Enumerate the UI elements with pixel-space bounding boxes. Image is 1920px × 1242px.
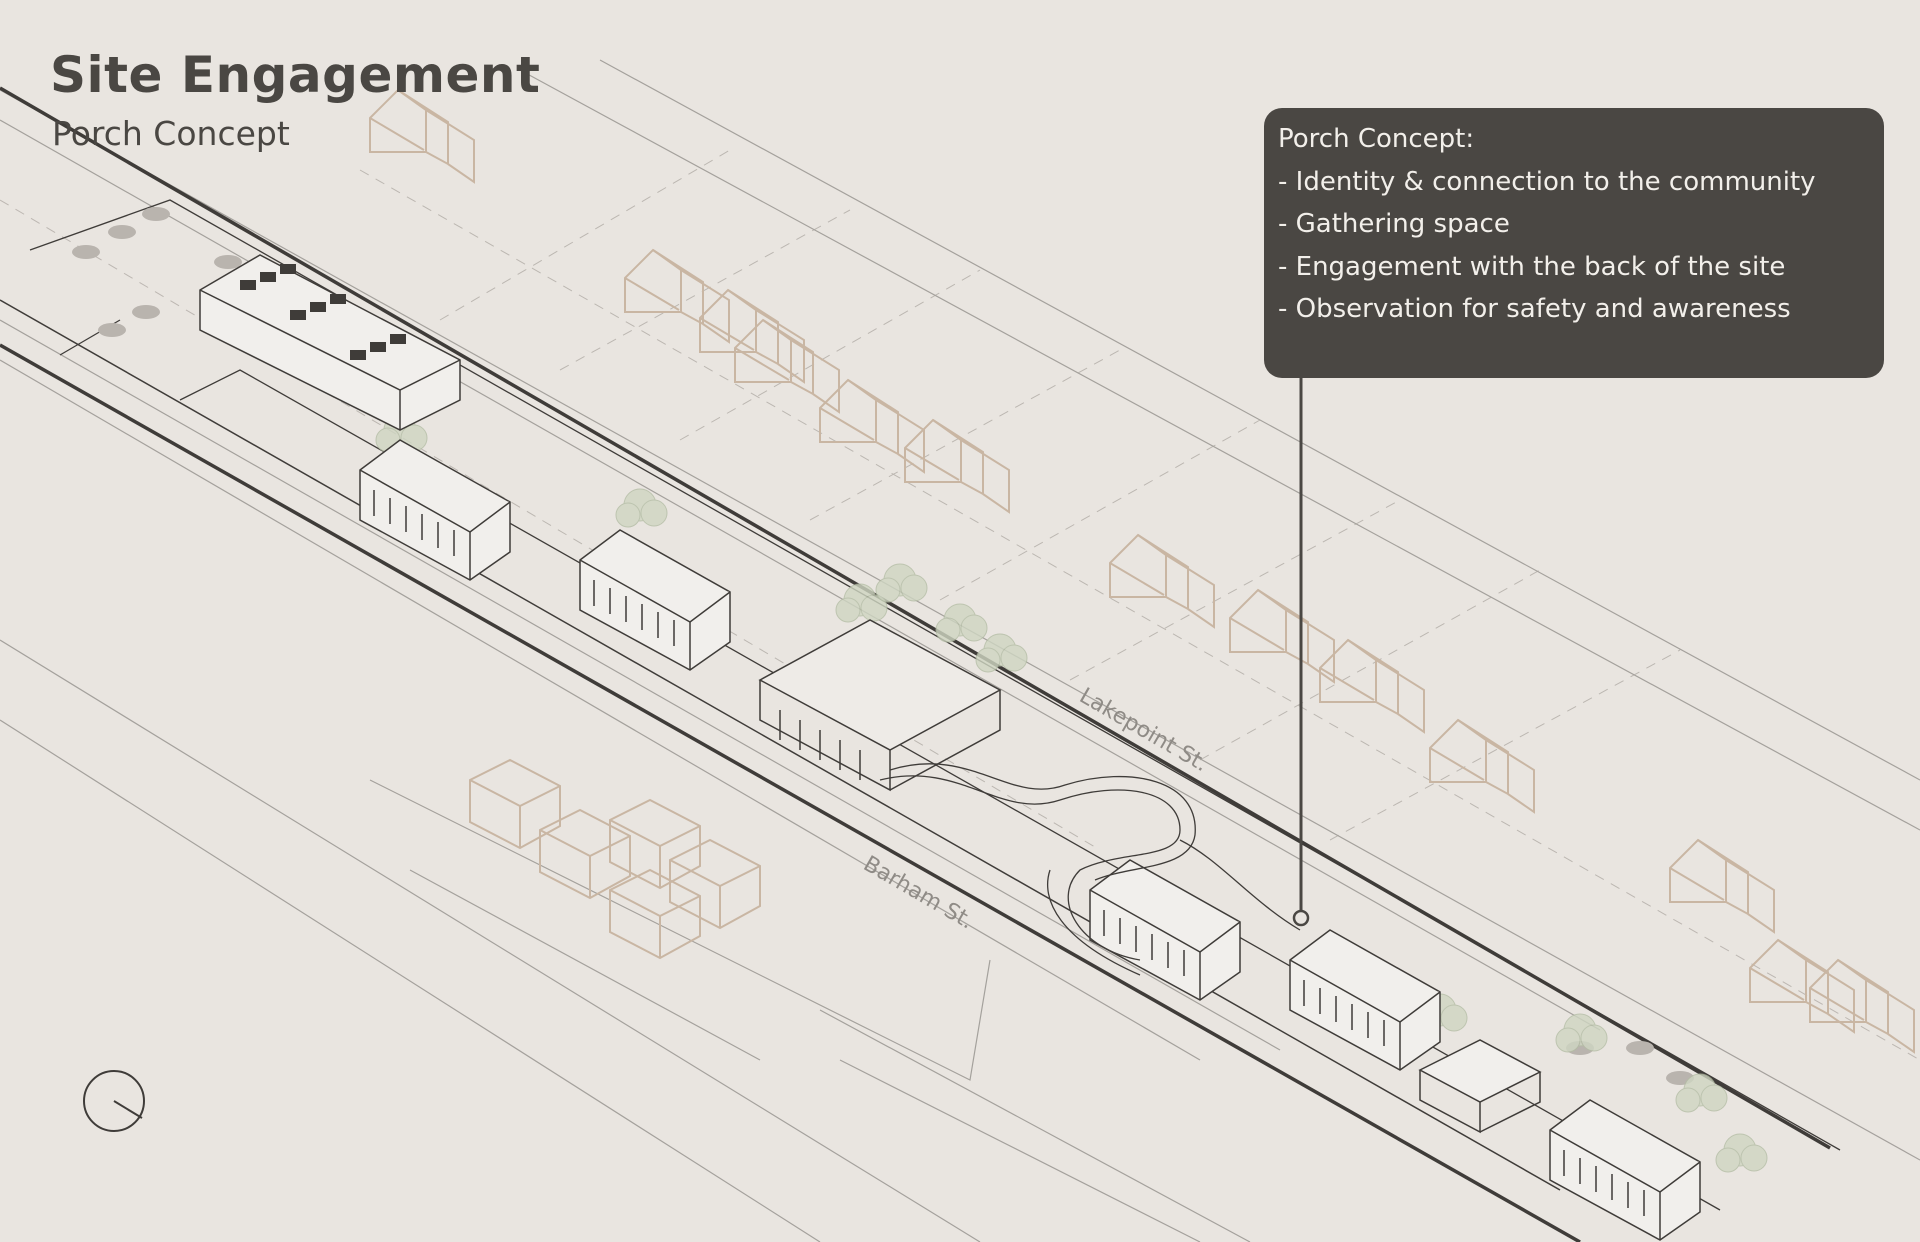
callout-leader — [1292, 378, 1310, 927]
callout-item: - Engagement with the back of the site — [1278, 251, 1786, 282]
porch-concept-callout: Porch Concept: - Identity & connection t… — [1264, 108, 1884, 378]
street-label-barham: Barham St. — [859, 852, 978, 935]
street-label-lakepoint: Lakepoint St. — [1075, 684, 1212, 778]
callout-heading: Porch Concept: — [1278, 124, 1475, 154]
site-buildings — [199, 254, 1701, 1241]
page-title: Site Engagement — [50, 46, 541, 104]
site-pathway — [879, 763, 1301, 976]
context-buildings-south — [469, 759, 761, 959]
callout-item: - Identity & connection to the community — [1278, 166, 1816, 197]
north-arrow-icon — [83, 1070, 145, 1132]
parking-cars — [72, 207, 1694, 1085]
property-lines — [0, 149, 1920, 1061]
callout-item: - Gathering space — [1278, 209, 1510, 239]
vegetation — [375, 413, 1768, 1173]
callout-item: - Observation for safety and awareness — [1278, 294, 1791, 324]
page-subtitle: Porch Concept — [52, 114, 290, 153]
title-block: Site Engagement Porch Concept — [50, 46, 540, 153]
